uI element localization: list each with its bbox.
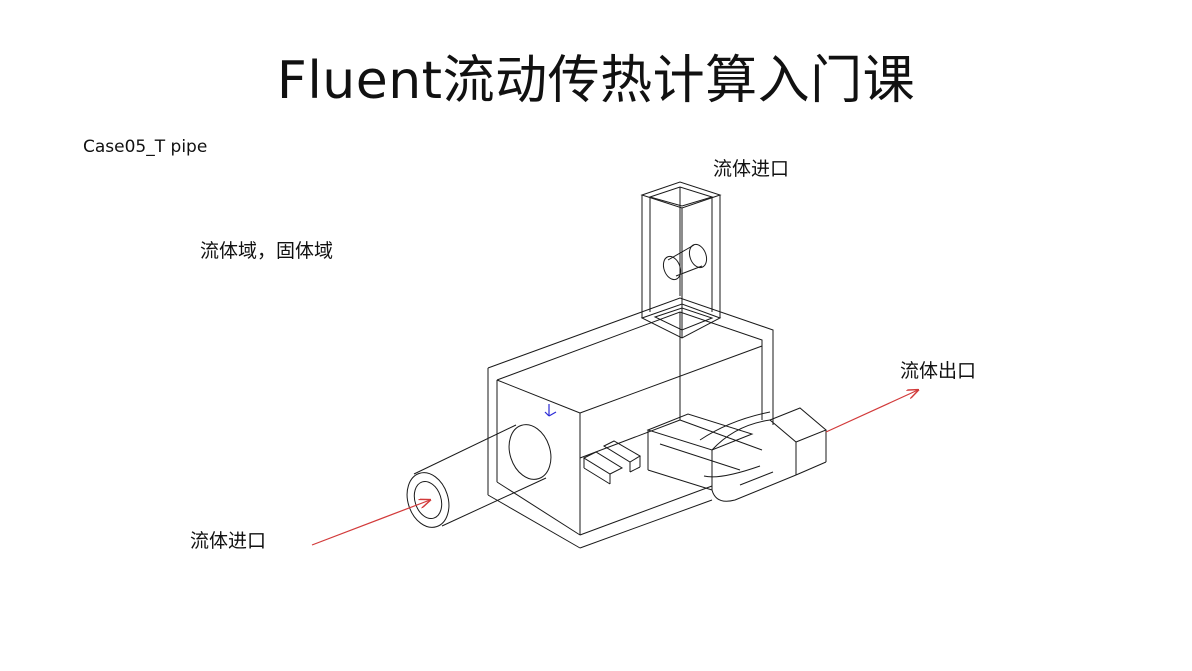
domain-label: 流体域，固体域 [200,240,334,262]
slide-title: Fluent流动传热计算入门课 [276,51,916,111]
outlet-pipe [646,407,827,502]
outlet-label: 流体出口 [900,360,977,382]
internal-ribs [582,440,641,485]
outlet-flow-arrow [825,390,918,433]
left-inlet-pipe [406,424,552,528]
solid-domain-box [487,297,774,549]
axis-triad-icon [544,404,557,417]
top-inlet-label: 流体进口 [713,158,790,180]
left-inlet-label: 流体进口 [190,530,267,552]
top-inlet-pipe [640,181,722,339]
case-label: Case05_T pipe [83,137,208,157]
inlet-flow-arrow [311,500,430,546]
